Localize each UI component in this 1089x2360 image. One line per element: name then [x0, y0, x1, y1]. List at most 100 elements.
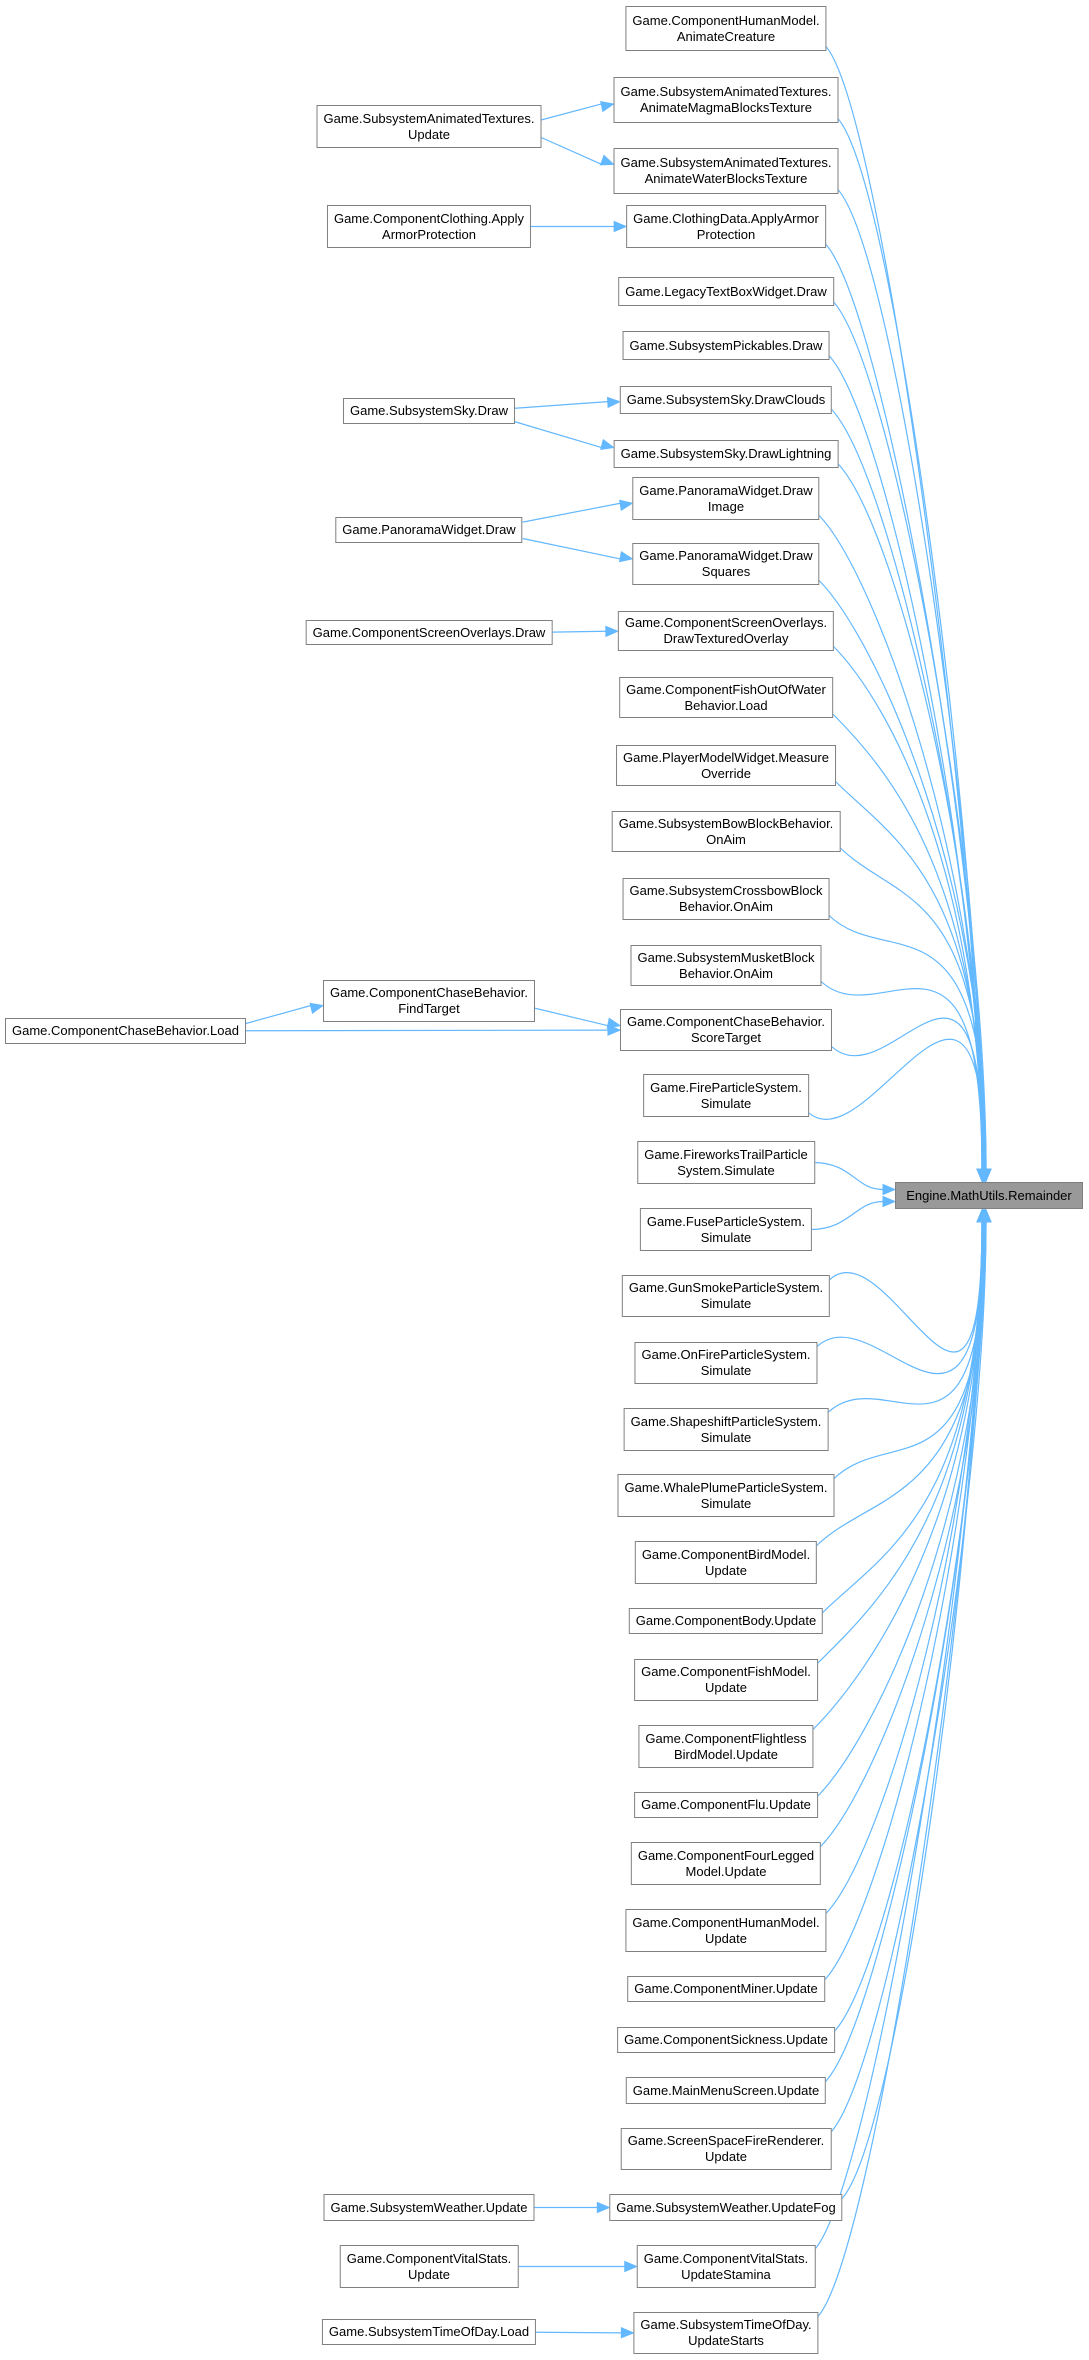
edge-m9-to-target [817, 513, 986, 1170]
edge-m20-to-target [810, 1200, 884, 1231]
edge-l5-to-m11 [552, 630, 606, 633]
caller-node-game-subsystemweather-update[interactable]: Game.SubsystemWeather.Update [323, 2194, 535, 2221]
caller-node-game-subsystemtimeofday-updatestarts[interactable]: Game.SubsystemTimeOfDay. UpdateStarts [633, 2312, 819, 2354]
edge-m6-to-target [827, 353, 983, 1170]
caller-node-game-fireparticlesystem-simulate[interactable]: Game.FireParticleSystem. Simulate [643, 1074, 809, 1117]
caller-node-game-mainmenuscreen-update[interactable]: Game.MainMenuScreen.Update [625, 2077, 827, 2104]
caller-node-game-componentchasebehavior-scoretarget[interactable]: Game.ComponentChaseBehavior. ScoreTarget [619, 1009, 833, 1051]
edge-m2-to-target [836, 116, 984, 1170]
edge-m21-to-target [827, 1221, 983, 1353]
edge-l6-to-m17 [534, 1007, 609, 1027]
caller-node-game-subsystemanimatedtextures-update[interactable]: Game.SubsystemAnimatedTextures. Update [316, 105, 542, 148]
edge-m37-to-target [812, 1221, 984, 2252]
edge-m7-to-target [829, 407, 984, 1170]
caller-node-game-subsystemweather-updatefog[interactable]: Game.SubsystemWeather.UpdateFog [609, 2194, 843, 2221]
edge-m24-to-target [832, 1221, 986, 1481]
caller-node-game-panoramawidget-drawimage[interactable]: Game.PanoramaWidget.Draw Image [632, 477, 820, 520]
edge-m38-to-target [816, 1221, 985, 2319]
edge-m12-to-target [830, 711, 984, 1170]
edge-l2-to-m4-arrowhead [613, 220, 628, 233]
caller-node-game-componentscreenoverlays-drawtexturedoverlay[interactable]: Game.ComponentScreenOverlays. DrawTextur… [617, 611, 835, 651]
edge-l1-to-m3-arrowhead [599, 154, 615, 166]
edge-m22-to-target [815, 1221, 984, 1375]
caller-node-game-componentbirdmodel-update[interactable]: Game.ComponentBirdModel. Update [634, 1541, 818, 1584]
caller-node-game-componentfishoutofwaterbehavior-load[interactable]: Game.ComponentFishOutOfWater Behavior.Lo… [619, 677, 833, 718]
edge-m31-to-target [824, 1221, 983, 1916]
edge-m11-to-target [831, 644, 983, 1170]
edge-l3-to-m7-arrowhead [606, 396, 622, 409]
caller-node-game-componentbody-update[interactable]: Game.ComponentBody.Update [628, 1608, 824, 1634]
caller-node-game-componentvitalstats-update[interactable]: Game.ComponentVitalStats. Update [339, 2245, 519, 2288]
target-node-engine-mathutils-remainder[interactable]: Engine.MathUtils.Remainder [895, 1182, 1083, 1209]
caller-node-game-screenspacefirerenderer-update[interactable]: Game.ScreenSpaceFireRenderer. Update [620, 2128, 832, 2170]
caller-node-game-componentscreenoverlays-draw[interactable]: Game.ComponentScreenOverlays.Draw [305, 620, 553, 645]
caller-node-game-subsystemsky-drawlightning[interactable]: Game.SubsystemSky.DrawLightning [613, 440, 839, 468]
caller-node-game-componentfourleggedmodel-update[interactable]: Game.ComponentFourLegged Model.Update [630, 1842, 822, 1885]
edge-m18-to-target [806, 1038, 985, 1170]
edge-l3-to-m8 [514, 421, 602, 449]
edge-l7-to-m17 [245, 1029, 608, 1032]
edge-l9-to-m37-arrowhead [624, 2260, 639, 2273]
caller-node-game-componentclothing-applyarmorprotection[interactable]: Game.ComponentClothing.Apply ArmorProtec… [326, 205, 532, 248]
edge-m27-to-target [815, 1221, 984, 1666]
caller-node-game-componentfishmodel-update[interactable]: Game.ComponentFishModel. Update [634, 1659, 818, 1701]
edge-m26-to-target [820, 1221, 983, 1615]
caller-node-game-componentchasebehavior-load[interactable]: Game.ComponentChaseBehavior.Load [5, 1018, 246, 1044]
caller-node-game-componentsickness-update[interactable]: Game.ComponentSickness.Update [617, 2027, 835, 2053]
edge-m1-to-target [824, 44, 983, 1170]
caller-node-game-fuseparticlesystem-simulate[interactable]: Game.FuseParticleSystem. Simulate [639, 1208, 813, 1251]
edge-m28-to-target [811, 1221, 985, 1732]
caller-node-game-componenthumanmodel-update[interactable]: Game.ComponentHumanModel. Update [625, 1909, 827, 1952]
edge-m15-to-target [827, 913, 987, 1170]
caller-node-game-componentchasebehavior-findtarget[interactable]: Game.ComponentChaseBehavior. FindTarget [322, 980, 536, 1022]
caller-node-game-subsystemtimeofday-load[interactable]: Game.SubsystemTimeOfDay.Load [321, 2319, 537, 2345]
caller-node-game-componentflightlessbirdmodel-update[interactable]: Game.ComponentFlightless BirdModel.Updat… [638, 1725, 814, 1768]
edge-l4-to-m10-arrowhead [618, 550, 634, 563]
edge-l5-to-m11-arrowhead [605, 625, 620, 638]
caller-node-game-componentminer-update[interactable]: Game.ComponentMiner.Update [627, 1976, 825, 2002]
edge-m34-to-target [823, 1221, 986, 2084]
caller-node-game-gunsmokeparticlesystem-simulate[interactable]: Game.GunSmokeParticleSystem. Simulate [621, 1275, 831, 1317]
edge-l1-to-m3 [541, 137, 602, 165]
caller-node-game-fireworkstrailparticlesystem-simulate[interactable]: Game.FireworksTrailParticle System.Simul… [637, 1141, 815, 1184]
caller-node-game-componentflu-update[interactable]: Game.ComponentFlu.Update [634, 1792, 818, 1818]
caller-node-game-subsystemanimatedtextures-animatewaterblockstexture[interactable]: Game.SubsystemAnimatedTextures. AnimateW… [613, 148, 839, 194]
caller-node-game-whaleplumeparticlesystem-simulate[interactable]: Game.WhalePlumeParticleSystem. Simulate [617, 1474, 835, 1517]
caller-node-game-componentvitalstats-updatestamina[interactable]: Game.ComponentVitalStats. UpdateStamina [636, 2245, 816, 2288]
edge-m38-to-target-arrowhead [978, 1208, 990, 1223]
edge-m16-to-target [819, 979, 983, 1170]
edge-l10-to-m38-arrowhead [620, 2327, 635, 2339]
caller-node-game-onfireparticlesystem-simulate[interactable]: Game.OnFireParticleSystem. Simulate [634, 1342, 818, 1384]
caller-node-game-subsystemanimatedtextures-animatemagmablockstexture[interactable]: Game.SubsystemAnimatedTextures. AnimateM… [613, 77, 839, 123]
edge-l10-to-m38 [536, 2331, 622, 2334]
edge-l4-to-m9-arrowhead [619, 499, 634, 512]
edge-l1-to-m2 [541, 103, 602, 121]
caller-node-game-playermodelwidget-measureoverride[interactable]: Game.PlayerModelWidget.Measure Override [616, 745, 836, 786]
caller-node-game-subsystemsky-draw[interactable]: Game.SubsystemSky.Draw [343, 398, 515, 424]
edge-l1-to-m2-arrowhead [600, 101, 615, 113]
edge-l3-to-m7 [514, 401, 608, 409]
edge-m10-to-target [817, 578, 987, 1170]
caller-node-game-subsystembowblockbehavior-onaim[interactable]: Game.SubsystemBowBlockBehavior. OnAim [611, 811, 841, 852]
edge-l7-to-l6 [245, 1004, 312, 1025]
caller-node-game-subsystemsky-drawclouds[interactable]: Game.SubsystemSky.DrawClouds [619, 386, 833, 414]
edge-m18-to-target-arrowhead [978, 1168, 990, 1183]
caller-node-game-subsystemmusketblockbehavior-onaim[interactable]: Game.SubsystemMusketBlock Behavior.OnAim [630, 945, 822, 986]
edge-m4-to-target [823, 241, 986, 1170]
edge-m32-to-target [822, 1221, 984, 1983]
edge-l8-to-m36-arrowhead [596, 2201, 611, 2214]
caller-node-game-subsystemcrossbowblockbehavior-onaim[interactable]: Game.SubsystemCrossbowBlock Behavior.OnA… [622, 878, 830, 920]
edge-l7-to-l6-arrowhead [309, 1002, 325, 1014]
caller-node-game-componenthumanmodel-animatecreature[interactable]: Game.ComponentHumanModel. AnimateCreatur… [625, 6, 827, 51]
edge-m3-to-target [836, 187, 985, 1170]
edge-m20-to-target-arrowhead [882, 1195, 897, 1208]
caller-node-game-shapeshiftparticlesystem-simulate[interactable]: Game.ShapeshiftParticleSystem. Simulate [623, 1408, 829, 1451]
caller-node-game-panoramawidget-drawsquares[interactable]: Game.PanoramaWidget.Draw Squares [632, 543, 820, 585]
caller-node-game-panoramawidget-draw[interactable]: Game.PanoramaWidget.Draw [335, 517, 523, 543]
caller-node-game-legacytextboxwidget-draw[interactable]: Game.LegacyTextBoxWidget.Draw [618, 277, 834, 306]
edge-m19-to-target [812, 1161, 884, 1191]
edge-m19-to-target-arrowhead [882, 1183, 897, 1196]
caller-node-game-subsystempickables-draw[interactable]: Game.SubsystemPickables.Draw [622, 331, 830, 360]
caller-node-game-clothingdata-applyarmorprotection[interactable]: Game.ClothingData.ApplyArmor Protection [626, 205, 826, 248]
